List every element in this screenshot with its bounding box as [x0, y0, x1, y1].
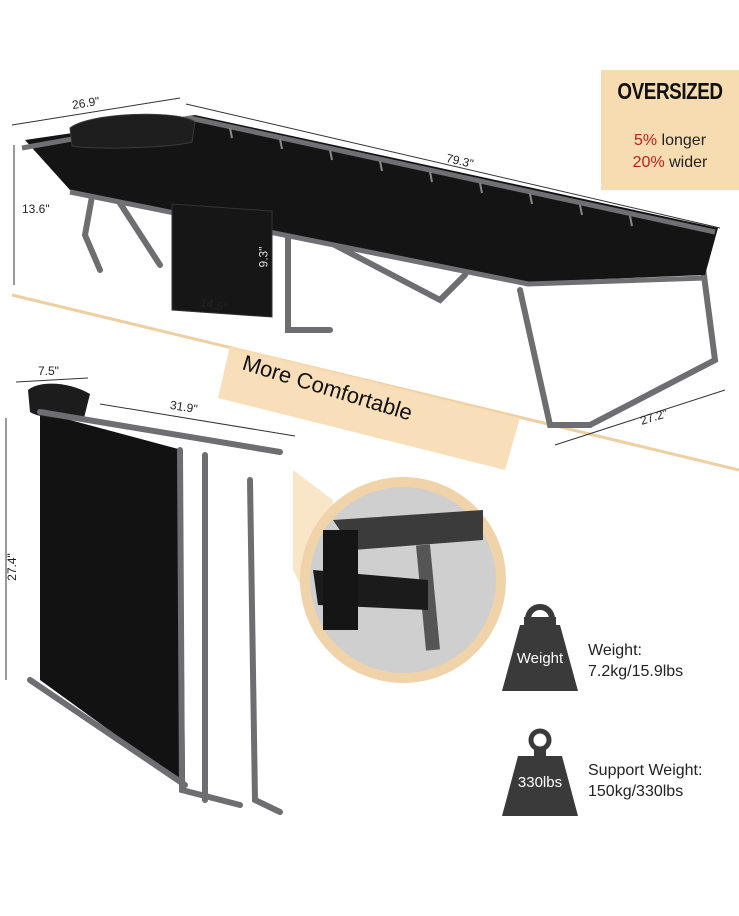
support-icon-label: 330lbs [517, 774, 563, 791]
cot-folded-image [5, 377, 296, 815]
kettlebell-icon [502, 728, 578, 816]
support-spec: Support Weight: 150kg/330lbs [588, 760, 702, 802]
badge-wider: 20% wider [601, 154, 739, 172]
wider-word: wider [669, 154, 708, 171]
weight-spec: Weight: 7.2kg/15.9lbs [588, 640, 683, 682]
weight-icon-label: Weight [516, 650, 564, 667]
weight-icon [502, 604, 578, 691]
oversized-badge: OVERSIZED 5% longer 20% wider [601, 70, 739, 190]
support-value: 150kg/330lbs [588, 783, 684, 800]
wider-percent: 20% [632, 154, 665, 171]
hinge-detail-image [293, 470, 506, 683]
support-label: Support Weight: [588, 762, 703, 779]
dim-folded-height: 27.4" [4, 553, 19, 581]
weight-label: Weight: [588, 642, 642, 659]
badge-longer: 5% longer [601, 132, 739, 150]
dim-pocket-height: 9.3" [256, 246, 271, 268]
longer-word: longer [661, 132, 707, 149]
cot-open-image [11, 97, 726, 446]
dim-folded-depth: 7.5" [38, 364, 59, 378]
longer-percent: 5% [633, 132, 658, 149]
dim-open-height: 13.6" [22, 202, 50, 216]
weight-value: 7.2kg/15.9lbs [588, 663, 684, 680]
badge-title: OVERSIZED [617, 78, 723, 104]
